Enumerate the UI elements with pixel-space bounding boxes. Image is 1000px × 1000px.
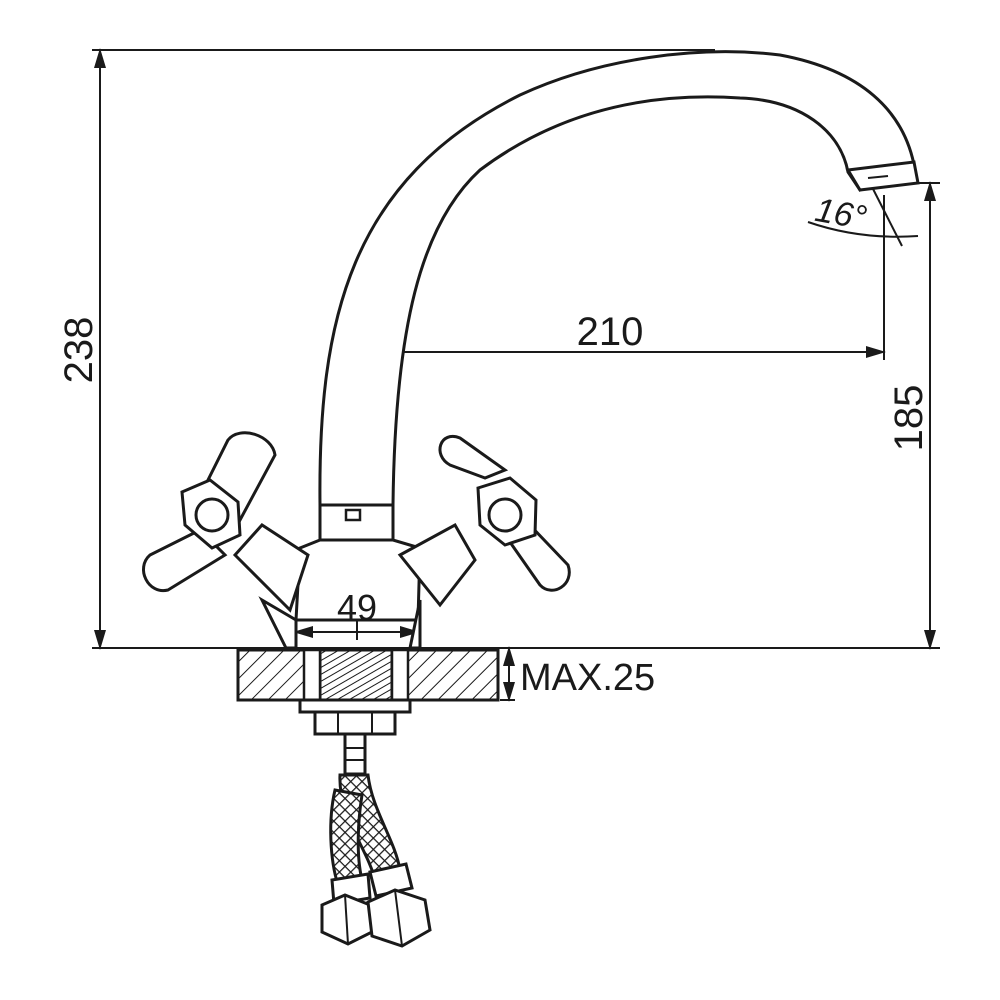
spout-angle-label: 16° <box>812 191 869 237</box>
right-handle <box>438 434 571 592</box>
max-thickness-label: MAX.25 <box>520 657 655 699</box>
spout-height-label: 185 <box>887 385 931 452</box>
faucet-body <box>232 503 477 650</box>
countertop-section <box>236 648 500 702</box>
spout-reach-label: 210 <box>577 310 644 354</box>
left-handle <box>142 431 277 593</box>
mounting-hardware <box>298 698 412 776</box>
dimension-lines <box>92 48 940 702</box>
flexible-hoses <box>320 773 432 948</box>
total-height-label: 238 <box>57 317 101 384</box>
faucet-spout <box>318 50 920 507</box>
base-width-label: 49 <box>337 587 377 628</box>
